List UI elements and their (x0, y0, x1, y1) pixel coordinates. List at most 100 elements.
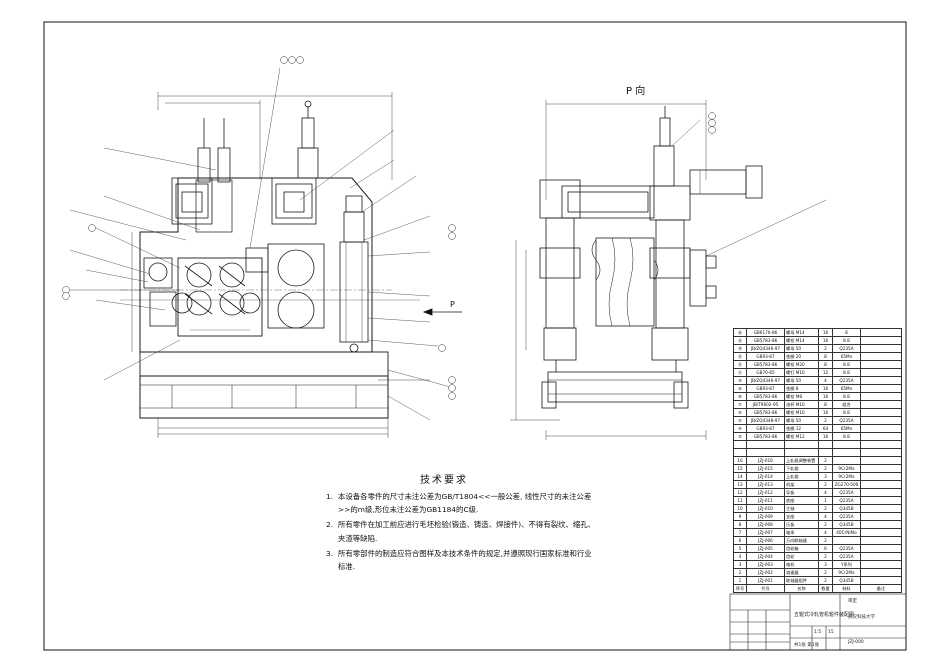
part-qty: 2 (818, 344, 833, 353)
part-name: 齿轮箱 (784, 544, 819, 553)
part-std: JB/ZQ4348-97 (746, 416, 785, 425)
part-qty: 16 (818, 408, 833, 417)
part-no: 12 (733, 488, 747, 497)
part-material: Q345B (832, 576, 861, 585)
part-qty: 2 (818, 576, 833, 585)
part-no: ⑦ (733, 400, 747, 409)
part-no: 5 (733, 544, 747, 553)
part-qty: 8 (818, 360, 833, 369)
designer-label: 审定 (848, 599, 857, 604)
part-material: Q235A (832, 552, 861, 561)
header-mat: 材料 (832, 584, 861, 593)
part-note (860, 400, 902, 409)
part-no: ⑮ (733, 336, 747, 345)
part-qty: 64 (818, 424, 833, 433)
part-std: GB5783-86 (746, 360, 785, 369)
part-std: GB5783-86 (746, 336, 785, 345)
tech-requirement-item: 2. 所有零件在加工前应进行毛坯检验(锻造、铸造、焊接件)、不得有裂纹、缩孔、夹… (326, 518, 596, 544)
part-name: 减速器 (784, 568, 819, 577)
part-material: Q345B (832, 504, 861, 513)
side-cylinder (339, 195, 369, 353)
weight-value: 15 (828, 630, 834, 635)
part-material: 9Cr2Mo (832, 464, 861, 473)
part-material: Y系列 (832, 560, 861, 569)
part-no: 14 (733, 472, 747, 481)
part-name: 上轧辊调整装置 (784, 456, 819, 465)
part-name: 油杯 M10 (784, 400, 819, 409)
tech-requirements-list: 1. 本设备各零件的尺寸未注公差为GB/T1804<<一般公差, 线性尺寸的未注… (326, 490, 596, 575)
part-name: 机架 (784, 480, 819, 489)
part-qty: 2 (818, 552, 833, 561)
part-material: Q235A (832, 512, 861, 521)
part-qty: 4 (818, 376, 833, 385)
part-note (860, 344, 902, 353)
part-no: 1 (733, 576, 747, 585)
part-qty: 4 (818, 512, 833, 521)
part-name: 螺钉 M10 (784, 368, 819, 377)
part-qty: 16 (818, 432, 833, 441)
part-no: ④ (733, 424, 747, 433)
part-no: 2 (733, 568, 747, 577)
drawing-number: JZJ-000 (848, 640, 864, 645)
part-qty: 2 (818, 504, 833, 513)
part-qty: 8 (818, 352, 833, 361)
part-no: 13 (733, 480, 747, 489)
view-label: P 向 (626, 86, 646, 97)
part-std: JZJ-010 (746, 504, 785, 513)
part-note (860, 376, 902, 385)
part-material: 8.8 (832, 336, 861, 345)
part-std: GB5783-86 (746, 392, 785, 401)
part-note (860, 472, 902, 481)
part-note (860, 576, 902, 585)
part-material: Q235A (832, 488, 861, 497)
part-no: 9 (733, 512, 747, 521)
part-std: GB93-87 (746, 384, 785, 393)
part-std: JB/ZQ4346-97 (746, 376, 785, 385)
part-qty: 8 (818, 400, 833, 409)
part-qty: 2 (818, 456, 833, 465)
tech-requirement-num: 3. (326, 548, 334, 558)
part-name: 垫圈 20 (784, 352, 819, 361)
part-name: 主轴 (784, 504, 819, 513)
part-std: JB/T9602-95 (746, 400, 785, 409)
part-note (860, 384, 902, 393)
part-name: 垫圈 8 (784, 384, 819, 393)
part-note (860, 560, 902, 569)
part-note (860, 464, 902, 473)
part-material: 65Mn (832, 352, 861, 361)
part-material: 8.8 (832, 408, 861, 417)
part-material: Q235A (832, 496, 861, 505)
sheet-border (43, 21, 907, 651)
part-material: 65Mn (832, 424, 861, 433)
part-std: GB5783-86 (746, 432, 785, 441)
part-note (860, 352, 902, 361)
part-std: JZJ-009 (746, 512, 785, 521)
part-note (860, 496, 902, 505)
part-std: JZJ-003 (746, 560, 785, 569)
header-name: 名称 (784, 584, 819, 593)
part-name: 导板 (784, 488, 819, 497)
header-qty: 数量 (818, 584, 833, 593)
part-qty: 4 (818, 488, 833, 497)
part-material: Q235A (832, 376, 861, 385)
part-note (860, 392, 902, 401)
part-name: 压板 (784, 520, 819, 529)
part-no: 15 (733, 464, 747, 473)
part-no: ⑤ (733, 416, 747, 425)
part-std: JZJ-007 (746, 528, 785, 537)
part-name: 底座 (784, 496, 819, 505)
part-std: GB6170-86 (746, 328, 785, 337)
part-material: 40CrNiMo (832, 528, 861, 537)
